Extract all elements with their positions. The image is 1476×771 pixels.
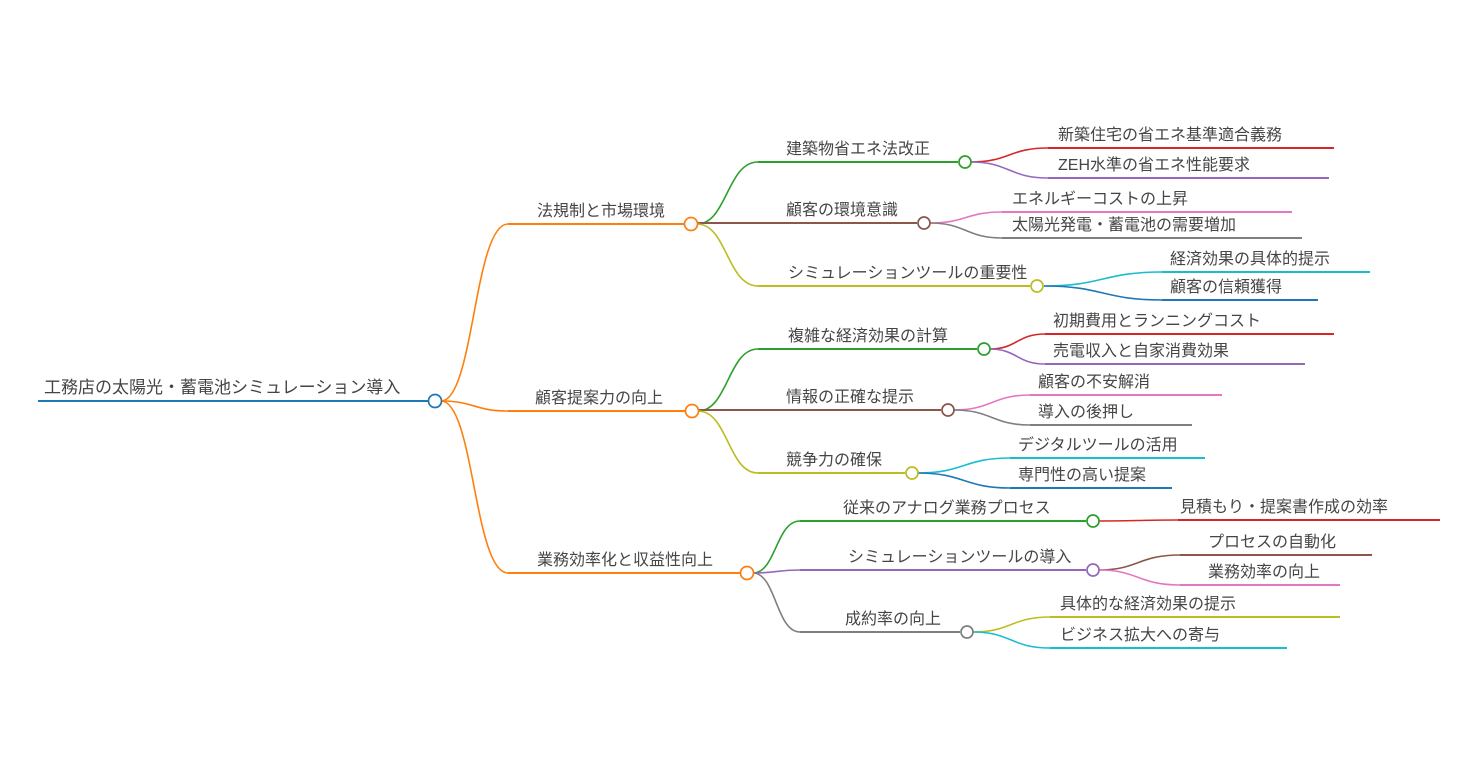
leaf-3-2-2-label[interactable]: 業務効率の向上 [1208,564,1321,581]
node-2-3-circle[interactable] [905,466,919,480]
root-node-circle[interactable] [427,393,443,409]
link-branch1-child1 [696,161,759,225]
node-3-1-circle[interactable] [1086,514,1100,528]
link-root-to-branch3 [440,400,509,574]
node-2-1-circle[interactable] [977,342,991,356]
node-1-3-circle[interactable] [1030,279,1044,293]
leaf-2-1-1-label[interactable]: 初期費用とランニングコスト [1053,313,1262,330]
leaf-1-3-1-label[interactable]: 経済効果の具体的提示 [1170,251,1331,268]
leaf-1-3-2-label[interactable]: 顧客の信頼獲得 [1170,279,1283,296]
branch1-label[interactable]: 法規制と市場環境 [537,203,666,220]
leaf-3-3-1-label[interactable]: 具体的な経済効果の提示 [1060,596,1237,613]
link-2-2-leaf2 [953,409,1031,426]
leaf-3-3-2-label[interactable]: ビジネス拡大への寄与 [1060,627,1221,644]
link-3-2-leaf1 [1098,554,1181,571]
leaf-1-1-1-label[interactable]: 新築住宅の省エネ基準適合義務 [1058,127,1283,144]
leaf-3-2-1-label[interactable]: プロセスの自動化 [1208,534,1337,551]
link-3-2-leaf2 [1098,569,1181,586]
node-1-2-circle[interactable] [917,216,931,230]
node-2-2-circle[interactable] [941,403,955,417]
node-1-1-circle[interactable] [958,155,972,169]
link-1-2-leaf1 [929,211,1003,224]
node-3-2-circle[interactable] [1086,563,1100,577]
link-branch3-child1 [752,520,801,574]
branch1-node-circle[interactable] [683,216,699,232]
link-root-to-branch1 [440,223,509,402]
link-1-1-leaf1 [970,147,1049,163]
link-branch1-child3 [696,223,759,287]
node-3-3-label[interactable]: 成約率の向上 [845,611,942,628]
link-1-3-leaf1 [1043,271,1163,287]
root-node-label[interactable]: 工務店の太陽光・蓄電池シミュレーション導入 [44,378,401,397]
node-1-3-label[interactable]: シミュレーションツールの重要性 [788,265,1028,282]
branch3-node-circle[interactable] [739,565,755,581]
node-2-1-label[interactable]: 複雑な経済効果の計算 [788,328,949,345]
node-1-1-label[interactable]: 建築物省エネ法改正 [786,141,931,158]
link-3-1-leaf1 [1098,519,1179,522]
leaf-2-3-2-label[interactable]: 専門性の高い提案 [1018,467,1147,484]
link-1-2-leaf2 [929,222,1003,239]
branch2-label[interactable]: 顧客提案力の向上 [535,390,664,407]
link-root-to-branch2 [440,400,509,412]
node-3-1-label[interactable]: 従来のアナログ業務プロセス [843,500,1051,517]
link-branch2-child3 [697,410,759,474]
link-2-3-leaf2 [917,472,1011,489]
leaf-2-1-2-label[interactable]: 売電収入と自家消費効果 [1053,343,1230,360]
node-1-2-label[interactable]: 顧客の環境意識 [786,202,899,219]
link-branch3-child2 [752,569,801,574]
link-3-3-leaf2 [972,631,1051,649]
node-3-2-label[interactable]: シミュレーションツールの導入 [848,549,1072,566]
leaf-2-2-1-label[interactable]: 顧客の不安解消 [1038,374,1151,391]
link-2-1-leaf1 [989,333,1046,350]
link-2-2-leaf1 [953,394,1031,411]
link-2-3-leaf1 [917,457,1011,474]
link-2-1-leaf2 [989,348,1046,365]
link-1-1-leaf2 [970,161,1049,179]
branch2-node-circle[interactable] [684,403,700,419]
node-2-2-label[interactable]: 情報の正確な提示 [786,389,915,406]
node-3-3-circle[interactable] [960,625,974,639]
link-1-3-leaf2 [1043,285,1163,301]
leaf-2-3-1-label[interactable]: デジタルツールの活用 [1018,437,1178,454]
link-3-3-leaf1 [972,616,1051,633]
leaf-1-2-1-label[interactable]: エネルギーコストの上昇 [1012,191,1189,208]
leaf-3-1-1-label[interactable]: 見積もり・提案書作成の効率 [1180,499,1389,516]
leaf-1-2-2-label[interactable]: 太陽光発電・蓄電池の需要増加 [1012,217,1237,234]
leaf-2-2-2-label[interactable]: 導入の後押し [1038,404,1135,421]
leaf-1-1-2-label[interactable]: ZEH水準の省エネ性能要求 [1058,157,1251,174]
branch3-label[interactable]: 業務効率化と収益性向上 [537,552,714,569]
link-branch3-child3 [752,572,801,633]
node-2-3-label[interactable]: 競争力の確保 [786,452,883,469]
link-branch2-child1 [697,348,759,412]
